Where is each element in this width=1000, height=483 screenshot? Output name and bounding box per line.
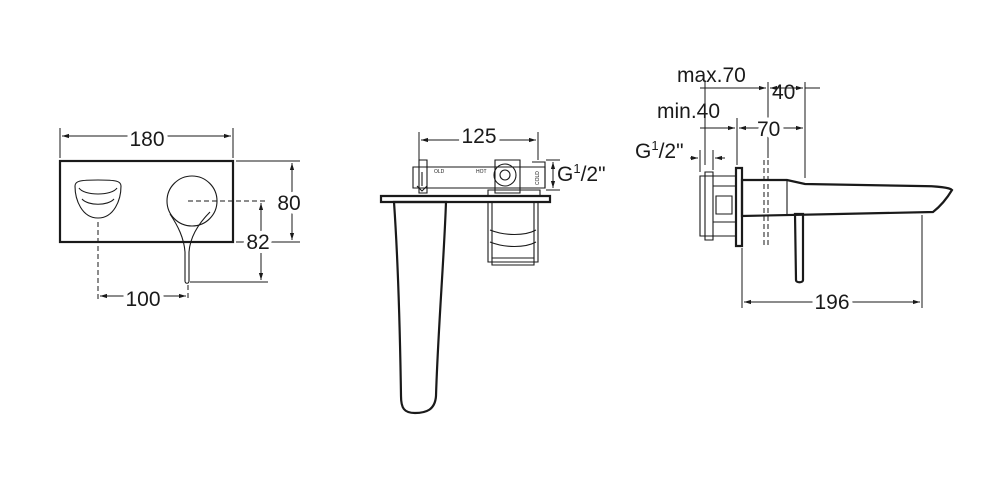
dim-min-depth: min.40 xyxy=(657,100,720,123)
side-spout xyxy=(740,178,954,218)
dim-height: 80 xyxy=(277,192,300,215)
inlet-fitting xyxy=(493,163,517,187)
label-cold: OLD xyxy=(434,169,445,175)
front-view: 180 80 82 100 xyxy=(58,124,305,315)
dim-projection: 196 xyxy=(814,291,849,314)
mixer-lever xyxy=(169,211,211,284)
dim-lever-height: 82 xyxy=(246,231,269,254)
top-spout xyxy=(392,200,448,415)
dim-span: 125 xyxy=(461,125,496,148)
label-hot: HOT xyxy=(476,169,487,175)
side-wall-plate xyxy=(734,166,744,248)
thread-size-side: G1/2" xyxy=(635,138,684,163)
thread-size-top: G1/2" xyxy=(557,161,606,186)
valve-body xyxy=(487,201,539,263)
label-cold-side: COLD xyxy=(535,171,541,185)
dim-min-depth-b: 70 xyxy=(757,118,780,141)
top-view: OLD HOT COLD 125 G1/2" xyxy=(379,121,606,415)
side-view: max.70 40 min.40 70 G1/2" 196 xyxy=(635,64,954,318)
spout-opening xyxy=(74,179,122,219)
dim-max-depth-b: 40 xyxy=(772,81,795,104)
dim-spacing: 100 xyxy=(125,288,160,311)
side-lever xyxy=(793,212,805,284)
dim-width: 180 xyxy=(129,128,164,151)
dim-max-depth: max.70 xyxy=(677,64,746,87)
